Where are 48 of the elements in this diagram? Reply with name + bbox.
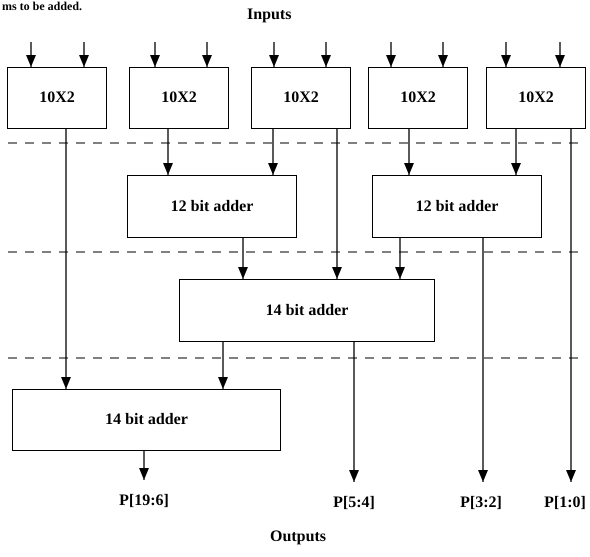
- arrow: [438, 42, 448, 67]
- block-label: 12 bit adder: [170, 198, 254, 216]
- arrow: [404, 129, 414, 175]
- diagram-caption: Outputs: [270, 528, 326, 546]
- arrow: [332, 129, 342, 279]
- arrow: [218, 342, 228, 389]
- arrow: [61, 129, 71, 389]
- arrow: [26, 42, 36, 67]
- output-label: P[19:6]: [114, 490, 174, 512]
- arrow: [268, 129, 278, 175]
- diagram-title: Inputs: [247, 6, 292, 24]
- arrow: [139, 451, 149, 480]
- output-label: P[1:0]: [538, 492, 590, 514]
- arrow: [349, 342, 359, 482]
- block-label: 10X2: [39, 89, 75, 107]
- arrow: [501, 42, 511, 67]
- arrow: [150, 42, 160, 67]
- arrow: [386, 42, 396, 67]
- arrow: [163, 129, 173, 175]
- output-label: P[5:4]: [326, 492, 382, 514]
- multiplier-block: [129, 67, 229, 129]
- block-label: 12 bit adder: [416, 198, 498, 216]
- output-label: P[3:2]: [452, 492, 510, 514]
- arrow: [395, 238, 405, 279]
- arrow: [511, 129, 521, 175]
- arrow: [238, 238, 248, 279]
- arrow: [269, 42, 279, 67]
- adder-block: [372, 175, 542, 238]
- arrow: [555, 42, 565, 67]
- block-label: 14 bit adder: [266, 302, 348, 320]
- multiplier-block: [486, 67, 586, 129]
- block-label: 10X2: [518, 89, 554, 107]
- note-text: ms to be added.: [2, 0, 82, 13]
- adder-block: [179, 279, 435, 342]
- block-label: 10X2: [283, 89, 319, 107]
- multiplier-block: [251, 67, 351, 129]
- block-label: 14 bit adder: [105, 411, 188, 429]
- arrow: [566, 129, 576, 482]
- arrow: [79, 42, 89, 67]
- multiplier-block: [368, 67, 468, 129]
- block-label: 10X2: [161, 89, 197, 107]
- arrow: [478, 238, 488, 482]
- block-label: 10X2: [400, 89, 436, 107]
- arrow: [202, 42, 212, 67]
- adder-block: [12, 389, 281, 451]
- arrow: [321, 42, 331, 67]
- adder-block: [127, 175, 297, 238]
- multiplier-block: [7, 67, 107, 129]
